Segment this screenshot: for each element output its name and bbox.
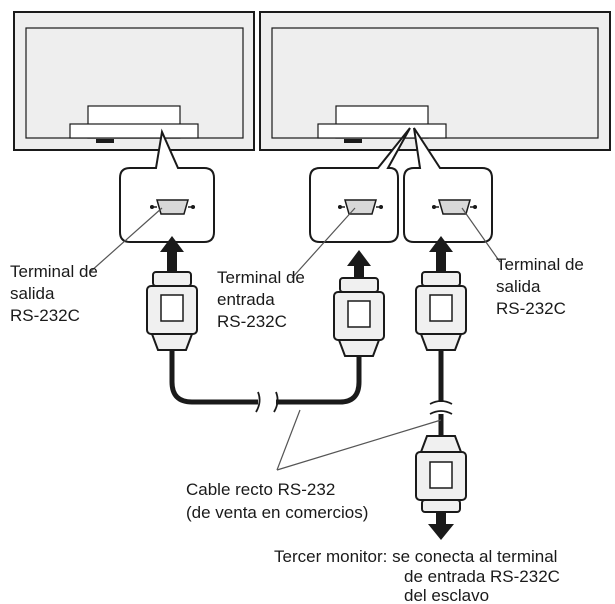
connector-middle [333, 277, 385, 357]
label-output-left: Terminal de salida RS-232C [10, 262, 103, 325]
connector-left [146, 271, 198, 351]
label-output-right: Terminal de salida RS-232C [496, 255, 589, 318]
arrow-down-third-monitor [428, 512, 454, 540]
cable-right-down [429, 350, 453, 436]
connector-right-bottom [415, 435, 467, 513]
callout-right [403, 127, 493, 243]
arrow-up-middle [347, 250, 371, 278]
label-cable: Cable recto RS-232 (de venta en comercio… [186, 480, 368, 522]
leader-lines [89, 207, 501, 471]
left-monitor [13, 11, 255, 151]
cable-break-mark [255, 391, 261, 413]
callout-left [119, 128, 215, 243]
label-third-monitor: Tercer monitor: se conecta al terminal d… [274, 547, 565, 604]
label-input-middle: Terminal de entrada RS-232C [217, 268, 310, 331]
cable-left-to-middle [169, 350, 362, 413]
arrow-up-right [429, 236, 453, 274]
right-monitor [259, 11, 611, 151]
connector-right-top [415, 271, 467, 351]
callout-middle [309, 127, 411, 243]
arrow-up-left [160, 236, 184, 274]
